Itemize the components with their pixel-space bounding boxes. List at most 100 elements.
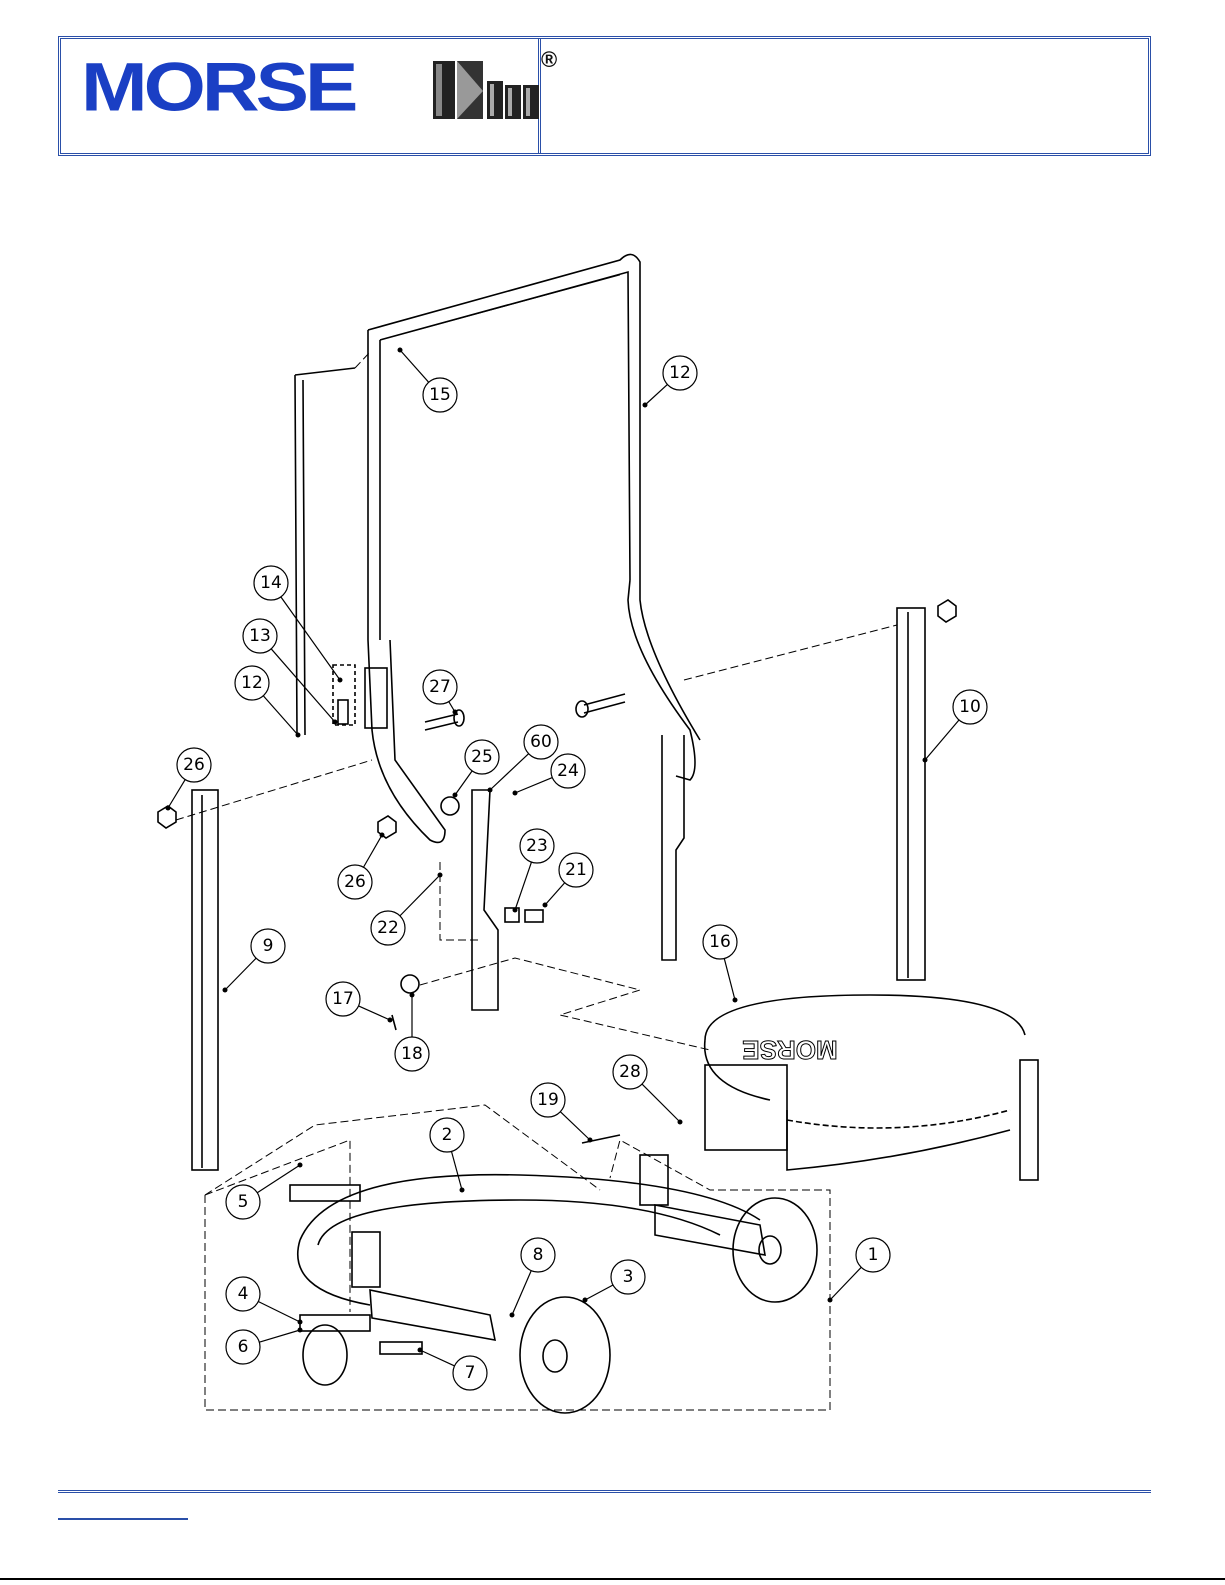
- callout-12: 12: [643, 356, 698, 408]
- callout-leader: [515, 778, 552, 793]
- callout-arrowhead: [488, 788, 493, 793]
- callout-number: 21: [565, 860, 587, 880]
- callout-leader: [925, 720, 959, 760]
- callout-arrowhead: [828, 1298, 833, 1303]
- callout-arrowhead: [513, 908, 518, 913]
- callout-arrowhead: [923, 758, 928, 763]
- callout-6: 6: [226, 1328, 303, 1365]
- callout-leader: [512, 1271, 531, 1315]
- footer-link-underline: [58, 1518, 188, 1520]
- callout-arrowhead: [296, 733, 301, 738]
- callout-26: 26: [166, 748, 212, 811]
- callout-arrowhead: [643, 403, 648, 408]
- callout-24: 24: [513, 754, 586, 796]
- callout-number: 12: [241, 673, 263, 693]
- callout-leader: [258, 1301, 300, 1322]
- callout-arrowhead: [453, 793, 458, 798]
- callout-arrowhead: [298, 1320, 303, 1325]
- callout-number: 8: [533, 1245, 544, 1265]
- callout-number: 10: [959, 697, 981, 717]
- callout-leader: [830, 1267, 861, 1300]
- callout-15: 15: [398, 348, 458, 413]
- callout-arrowhead: [678, 1120, 683, 1125]
- callout-number: 6: [238, 1337, 249, 1357]
- callout-leader: [359, 1006, 390, 1020]
- callout-22: 22: [371, 873, 443, 946]
- callout-10: 10: [923, 690, 988, 763]
- callout-arrowhead: [410, 993, 415, 998]
- callout-27: 27: [423, 670, 458, 715]
- callout-leader: [545, 883, 565, 905]
- callout-8: 8: [510, 1238, 556, 1318]
- callout-number: 27: [429, 677, 451, 697]
- callout-arrowhead: [438, 873, 443, 878]
- callout-group: 1234567891012121314151617181921222324252…: [166, 348, 988, 1391]
- callout-1: 1: [828, 1238, 891, 1303]
- callout-number: 16: [709, 932, 731, 952]
- callout-leader: [225, 958, 256, 990]
- callout-number: 12: [669, 363, 691, 383]
- callout-5: 5: [226, 1163, 303, 1220]
- callout-arrowhead: [298, 1163, 303, 1168]
- callout-arrowhead: [588, 1138, 593, 1143]
- callout-leader: [259, 1330, 300, 1342]
- callout-number: 3: [623, 1267, 634, 1287]
- callout-number: 19: [537, 1090, 559, 1110]
- callout-16: 16: [703, 925, 738, 1003]
- page-bottom-rule: [0, 1578, 1225, 1580]
- callout-2: 2: [430, 1118, 465, 1193]
- callout-leader: [281, 597, 340, 680]
- callout-number: 17: [332, 989, 354, 1009]
- callout-7: 7: [418, 1348, 488, 1391]
- callout-leader: [585, 1285, 613, 1300]
- callout-leader: [645, 384, 667, 405]
- callout-arrowhead: [380, 833, 385, 838]
- callout-leader: [400, 350, 429, 382]
- callout-leader: [420, 1350, 455, 1366]
- callout-28: 28: [613, 1055, 683, 1125]
- callout-12: 12: [235, 666, 301, 738]
- callout-number: 15: [429, 385, 451, 405]
- callout-leader: [724, 958, 735, 1000]
- callout-number: 5: [238, 1192, 249, 1212]
- callout-number: 2: [442, 1125, 453, 1145]
- callout-arrowhead: [513, 791, 518, 796]
- callout-arrowhead: [388, 1018, 393, 1023]
- drawing-lines: [158, 254, 1038, 1413]
- callout-arrowhead: [166, 806, 171, 811]
- callout-leader: [257, 1165, 300, 1193]
- callout-18: 18: [395, 993, 429, 1072]
- callout-9: 9: [223, 929, 286, 993]
- callout-leader: [451, 1151, 462, 1190]
- callout-arrowhead: [733, 998, 738, 1003]
- callout-17: 17: [326, 982, 393, 1023]
- callout-arrowhead: [398, 348, 403, 353]
- callout-number: 9: [263, 936, 274, 956]
- callout-number: 4: [238, 1284, 249, 1304]
- footer-rule: [58, 1490, 1151, 1493]
- callout-number: 7: [465, 1363, 476, 1383]
- callout-arrowhead: [543, 903, 548, 908]
- callout-leader: [363, 835, 382, 867]
- callout-leader: [263, 696, 298, 735]
- callout-23: 23: [513, 829, 555, 913]
- callout-number: 13: [249, 626, 271, 646]
- callout-arrowhead: [418, 1348, 423, 1353]
- callout-arrowhead: [453, 710, 458, 715]
- callout-leader: [455, 771, 472, 795]
- callout-26: 26: [338, 833, 385, 900]
- callout-arrowhead: [223, 988, 228, 993]
- callout-4: 4: [226, 1277, 303, 1325]
- callout-number: 14: [260, 573, 282, 593]
- callout-arrowhead: [298, 1328, 303, 1333]
- callout-arrowhead: [583, 1298, 588, 1303]
- callout-number: 25: [471, 747, 493, 767]
- callout-number: 26: [344, 872, 366, 892]
- callout-21: 21: [543, 853, 594, 908]
- callout-arrowhead: [333, 720, 338, 725]
- callout-number: 28: [619, 1062, 641, 1082]
- callout-leader: [168, 780, 185, 808]
- callout-leader: [560, 1112, 590, 1140]
- callout-number: 23: [526, 836, 548, 856]
- callout-arrowhead: [510, 1313, 515, 1318]
